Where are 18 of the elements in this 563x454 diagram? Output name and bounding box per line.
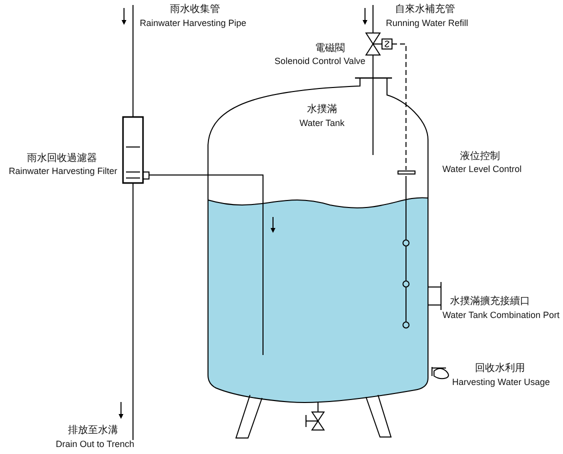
part-label: 自來水補充管 [395,4,455,16]
part-label: Harvesting Water Usage [452,376,550,388]
part-label: Rainwater Harvesting Filter [8,165,118,177]
part-label: Water Level Control [442,163,522,175]
part-label: Rainwater Harvesting Pipe [140,17,246,29]
part-label: Running Water Refill [386,17,468,29]
part-label: 雨水回收過濾器 [27,153,97,165]
part-label: 排放至水溝 [68,425,118,437]
part-label: Water Tank Combination Port [442,309,560,321]
part-label: 液位控制 [460,151,500,163]
part-label: 電磁閥 [315,43,345,55]
part-label: 水撲滿擴充接續口 [450,296,530,308]
part-label: 雨水收集管 [170,4,220,16]
part-label: Drain Out to Trench [56,438,134,450]
part-label: Solenoid Control Valve [274,55,366,67]
part-label: 回收水利用 [475,363,525,375]
part-label: Water Tank [299,117,345,129]
part-label: 水撲滿 [307,104,337,116]
